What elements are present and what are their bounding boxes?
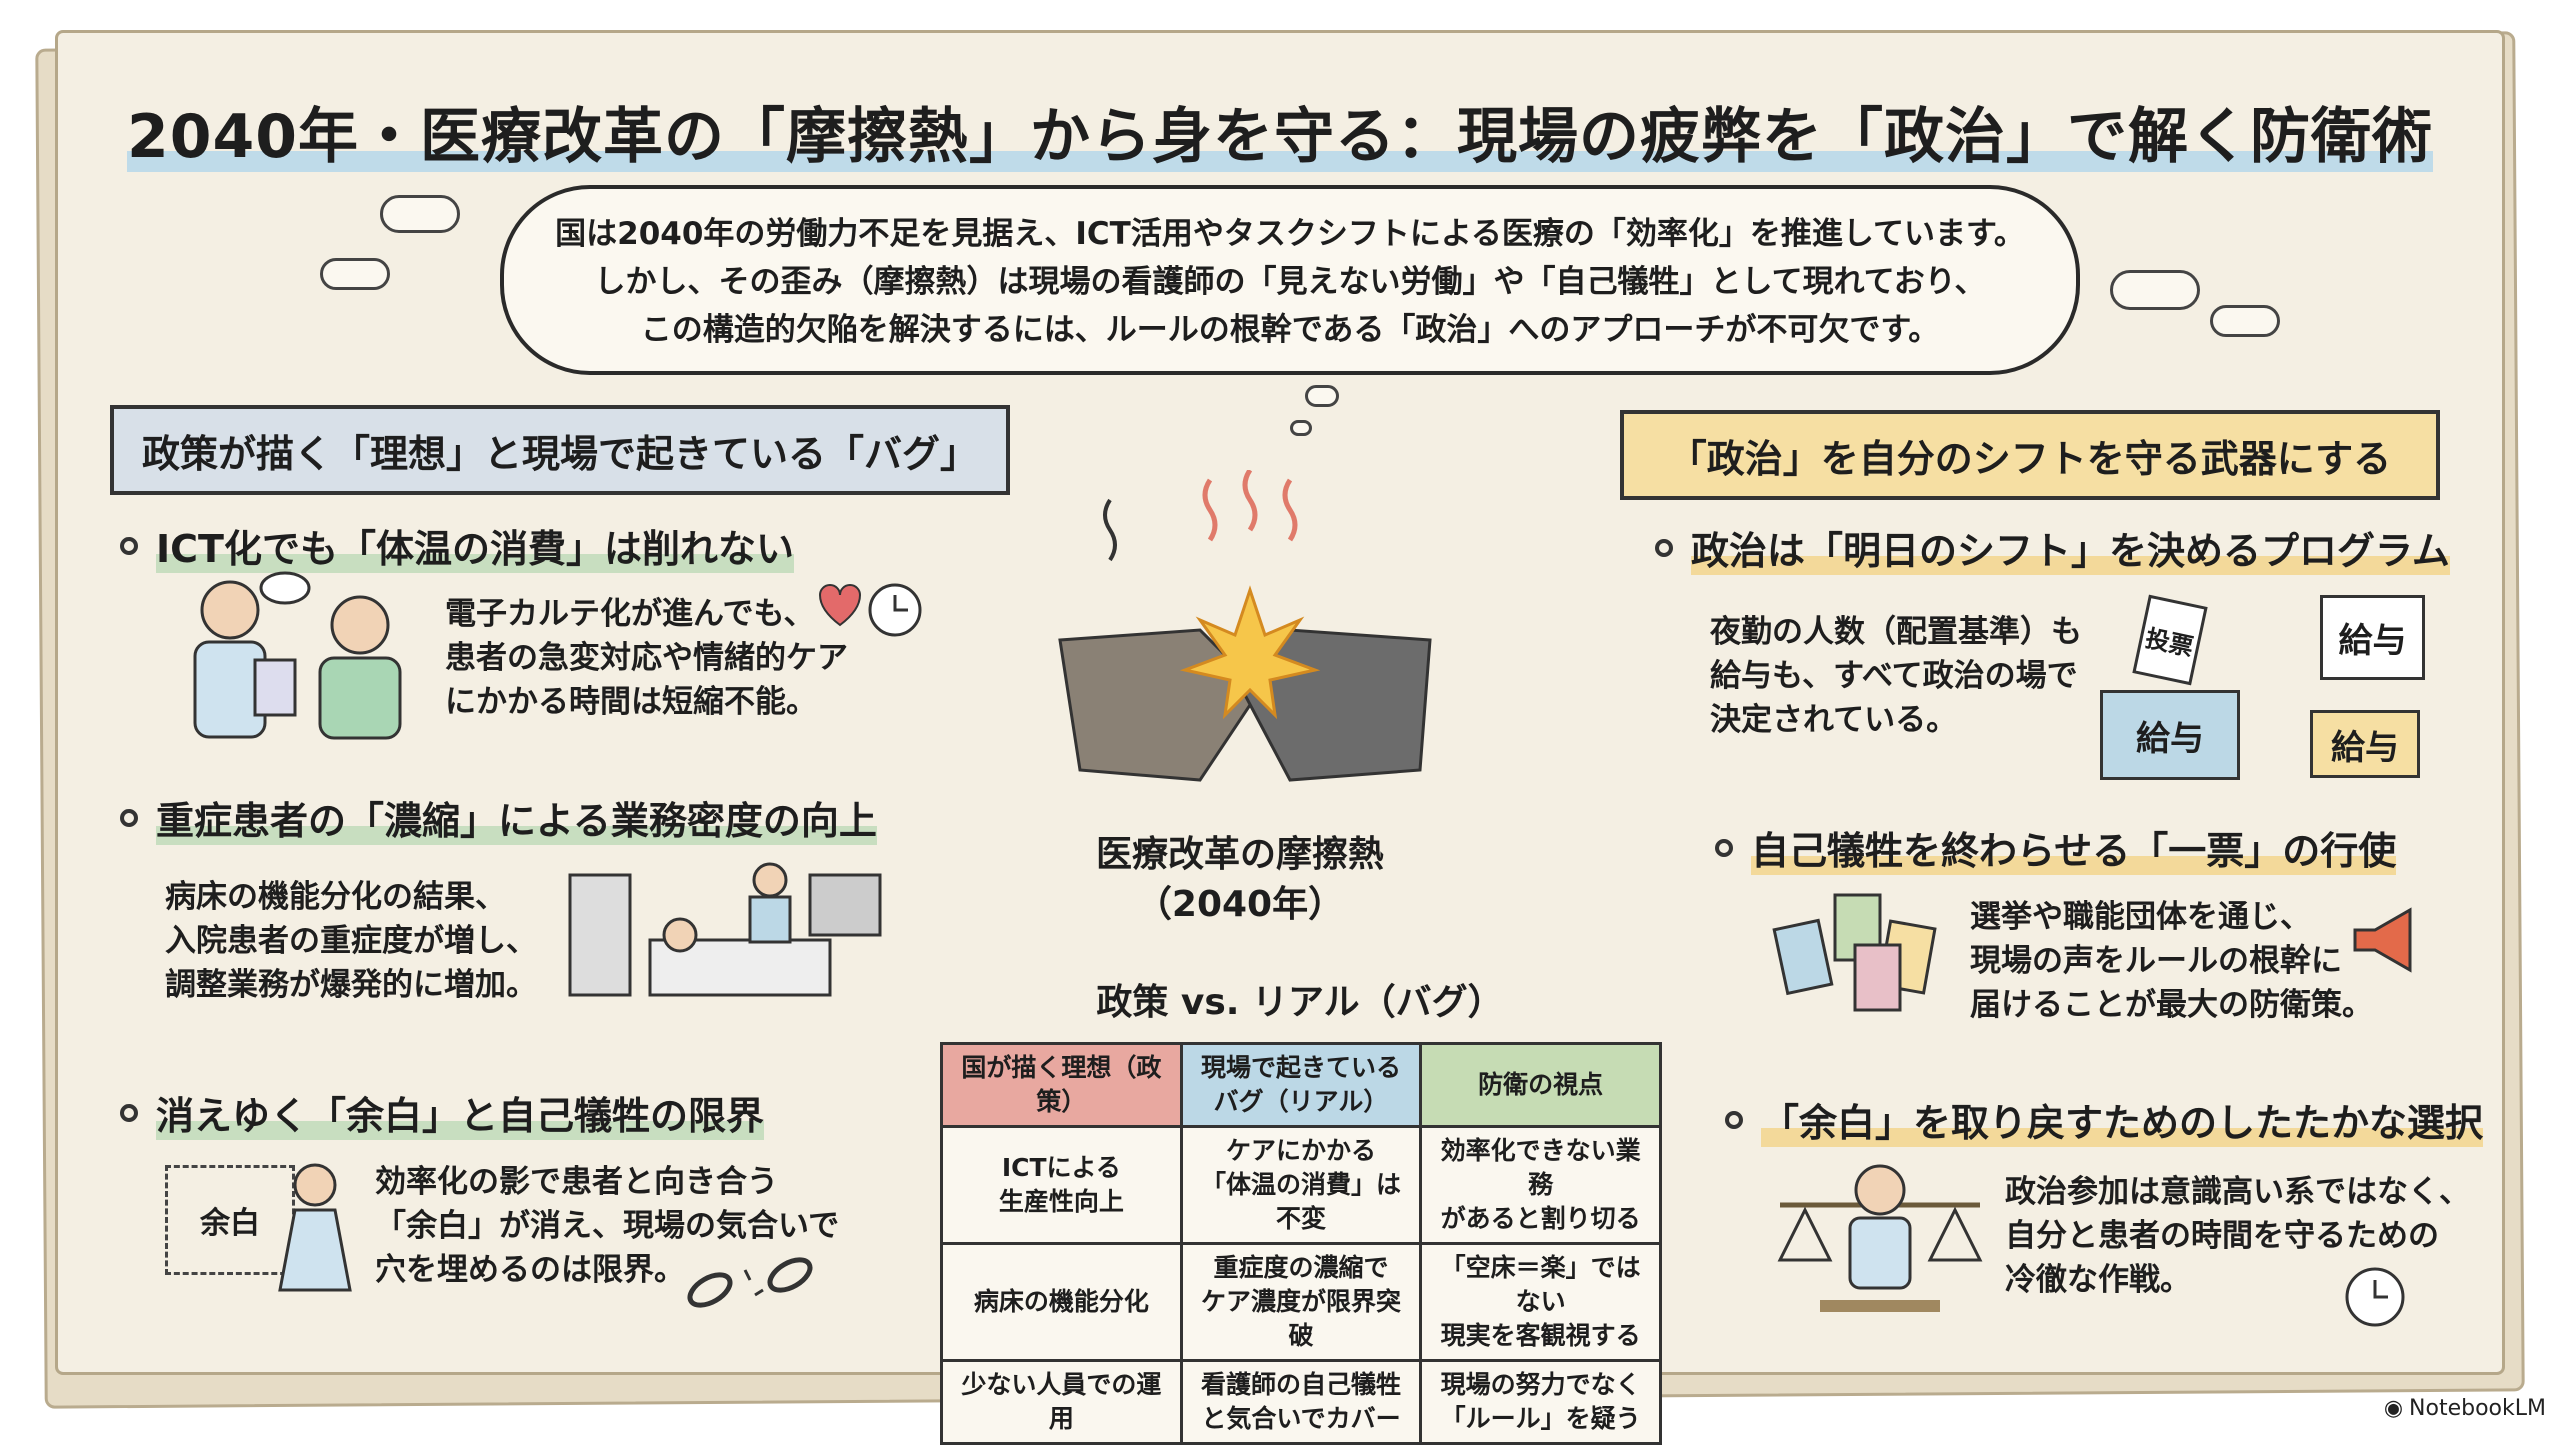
icu-ward-illustration — [568, 862, 882, 997]
body-line: 現場の声をルールの根幹に — [1970, 943, 2342, 979]
intro-line: 国は2040年の労働力不足を見据え、ICT活用やタスクシフトによる医療の「効率化… — [555, 216, 2025, 252]
page-title: 2040年・医療改革の「摩擦熱」から身を守る：現場の疲弊を「政治」で解く防衛術 — [0, 88, 2560, 175]
notebooklm-watermark: ◉NotebookLM — [2384, 1396, 2546, 1421]
table-title: 政策 vs. リアル（バグ） — [1096, 982, 1504, 1023]
intro-line: しかし、その歪み（摩擦熱）は現場の看護師の「見えない労働」や「自己犠牲」として現… — [594, 264, 1986, 300]
salary-tag: 給与 — [2310, 710, 2420, 778]
bullet-icon — [1715, 838, 1733, 857]
table-header: 現場で起きている バグ（リアル） — [1179, 1042, 1423, 1128]
bullet-icon — [120, 808, 138, 827]
body-line: 患者の急変対応や情緒的ケア — [445, 640, 848, 676]
table-header: 防衛の視点 — [1419, 1042, 1662, 1128]
heading-text: 「余白」を取り戻すためのしたたかな選択 — [1761, 1092, 2484, 1147]
cloud-icon — [2210, 305, 2280, 337]
notebooklm-logo-icon: ◉ — [2383, 1396, 2404, 1421]
center-caption: 医療改革の摩擦熱 （2040年） — [1040, 830, 1440, 930]
right-item-body: 政治参加は意識高い系ではなく、自分と患者の時間を守るための冷徹な作戦。 — [2005, 1170, 2470, 1302]
friction-heat-illustration — [1058, 470, 1432, 782]
right-item-body: 選挙や職能団体を通じ、現場の声をルールの根幹に届けることが最大の防衛策。 — [1970, 895, 2373, 1027]
body-line: 穴を埋めるのは限界。 — [375, 1252, 685, 1288]
timer-clock-icon — [2345, 1267, 2405, 1327]
raised-ballots-illustration — [1772, 893, 1937, 1012]
table-header: 国が描く理想（政策） — [940, 1042, 1183, 1128]
left-item-heading: ICT化でも「体温の消費」は削れない — [120, 518, 794, 573]
body-line: 入院患者の重症度が増し、 — [165, 923, 537, 959]
bullet-icon — [120, 1103, 138, 1122]
table-cell: ICTによる 生産性向上 — [940, 1125, 1183, 1245]
table-cell: 現場の努力でなく 「ルール」を疑う — [1419, 1359, 1662, 1445]
heading-text: 政治は「明日のシフト」を決めるプログラム — [1691, 520, 2450, 575]
body-line: 夜勤の人数（配置基準）も — [1710, 614, 2082, 650]
cloud-icon — [2110, 270, 2200, 310]
table-row: 病床の機能分化重症度の濃縮で ケア濃度が限界突破「空床＝楽」ではない 現実を客観… — [940, 1242, 1662, 1362]
heading-text: 重症患者の「濃縮」による業務密度の向上 — [156, 790, 877, 845]
heart-clock-icon — [818, 583, 922, 637]
table-cell: 病床の機能分化 — [940, 1242, 1183, 1362]
table-cell: 看護師の自己犠牲 と気合いでカバー — [1179, 1359, 1423, 1445]
megaphone-icon — [2353, 907, 2412, 973]
nurse-scales-illustration — [1777, 1164, 1983, 1312]
heading-text: ICT化でも「体温の消費」は削れない — [156, 518, 794, 573]
table-cell: 少ない人員での運用 — [940, 1359, 1183, 1445]
body-line: にかかる時間は短縮不能。 — [445, 684, 817, 720]
cloud-icon — [380, 195, 460, 233]
left-section-banner: 政策が描く「理想」と現場で起きている「バグ」 — [110, 405, 1010, 495]
nurse-illustration — [278, 1163, 352, 1292]
thought-bubble-icon — [1305, 385, 1339, 407]
heading-text: 消えゆく「余白」と自己犠牲の限界 — [156, 1085, 765, 1140]
body-line: 調整業務が爆発的に増加。 — [165, 967, 537, 1003]
ballot-box: 給与 — [2100, 690, 2240, 780]
intro-cloud — [500, 185, 2080, 375]
nurse-tablet-illustration — [193, 571, 402, 740]
table-cell: 「空床＝楽」ではない 現実を客観視する — [1419, 1242, 1662, 1362]
right-item-heading: 「余白」を取り戻すためのしたたかな選択 — [1725, 1092, 2484, 1147]
watermark-text: NotebookLM — [2409, 1396, 2546, 1421]
title-text: 2040年・医療改革の「摩擦熱」から身を守る：現場の疲弊を「政治」で解く防衛術 — [127, 102, 2433, 172]
body-line: 選挙や職能団体を通じ、 — [1970, 899, 2311, 935]
table-cell: 重症度の濃縮で ケア濃度が限界突破 — [1179, 1242, 1423, 1362]
body-line: 給与も、すべて政治の場で — [1710, 658, 2078, 694]
caption-line: （2040年） — [1135, 884, 1345, 925]
body-line: 効率化の影で患者と向き合う — [375, 1164, 778, 1200]
intro-text: 国は2040年の労働力不足を見据え、ICT活用やタスクシフトによる医療の「効率化… — [500, 210, 2080, 354]
right-item-body: 夜勤の人数（配置基準）も給与も、すべて政治の場で決定されている。 — [1710, 610, 2082, 742]
left-item-body: 電子カルテ化が進んでも、患者の急変対応や情緒的ケアにかかる時間は短縮不能。 — [445, 592, 848, 724]
caption-line: 医療改革の摩擦熱 — [1095, 834, 1384, 875]
body-line: 決定されている。 — [1710, 702, 1958, 738]
bullet-icon — [1725, 1110, 1743, 1129]
heading-text: 自己犠牲を終わらせる「一票」の行使 — [1751, 820, 2397, 875]
cloud-icon — [320, 258, 390, 290]
body-line: 自分と患者の時間を守るための — [2005, 1218, 2439, 1254]
body-line: 冷徹な作戦。 — [2005, 1262, 2191, 1298]
body-line: 届けることが最大の防衛策。 — [1970, 987, 2373, 1023]
body-line: 病床の機能分化の結果、 — [165, 879, 506, 915]
table-header-row: 国が描く理想（政策）現場で起きている バグ（リアル）防衛の視点 — [940, 1042, 1662, 1128]
broken-chain-icon — [687, 1257, 813, 1308]
intro-line: この構造的欠陥を解決するには、ルールの根幹である「政治」へのアプローチが不可欠で… — [640, 312, 1940, 348]
table-cell: ケアにかかる 「体温の消費」は不変 — [1179, 1125, 1423, 1245]
left-item-body: 効率化の影で患者と向き合う「余白」が消え、現場の気合いで穴を埋めるのは限界。 — [375, 1160, 839, 1292]
thought-bubble-icon — [1290, 420, 1312, 436]
policy-vs-reality-table: 国が描く理想（政策）現場で起きている バグ（リアル）防衛の視点 ICTによる 生… — [940, 1042, 1662, 1445]
body-line: 政治参加は意識高い系ではなく、 — [2005, 1174, 2470, 1210]
bullet-icon — [1655, 538, 1673, 557]
body-line: 電子カルテ化が進んでも、 — [445, 596, 815, 632]
right-item-heading: 政治は「明日のシフト」を決めるプログラム — [1655, 520, 2450, 575]
salary-calendar: 給与 — [2320, 595, 2425, 680]
table-row: 少ない人員での運用看護師の自己犠牲 と気合いでカバー現場の努力でなく 「ルール」… — [940, 1359, 1662, 1445]
body-line: 「余白」が消え、現場の気合いで — [375, 1208, 840, 1244]
left-item-heading: 消えゆく「余白」と自己犠牲の限界 — [120, 1085, 765, 1140]
table-cell: 効率化できない業務 があると割り切る — [1419, 1125, 1662, 1245]
right-section-banner: 「政治」を自分のシフトを守る武器にする — [1620, 410, 2440, 500]
left-item-heading: 重症患者の「濃縮」による業務密度の向上 — [120, 790, 877, 845]
table-row: ICTによる 生産性向上ケアにかかる 「体温の消費」は不変効率化できない業務 が… — [940, 1125, 1662, 1245]
bullet-icon — [120, 536, 138, 555]
right-item-heading: 自己犠牲を終わらせる「一票」の行使 — [1715, 820, 2397, 875]
left-item-body: 病床の機能分化の結果、入院患者の重症度が増し、調整業務が爆発的に増加。 — [165, 875, 537, 1007]
